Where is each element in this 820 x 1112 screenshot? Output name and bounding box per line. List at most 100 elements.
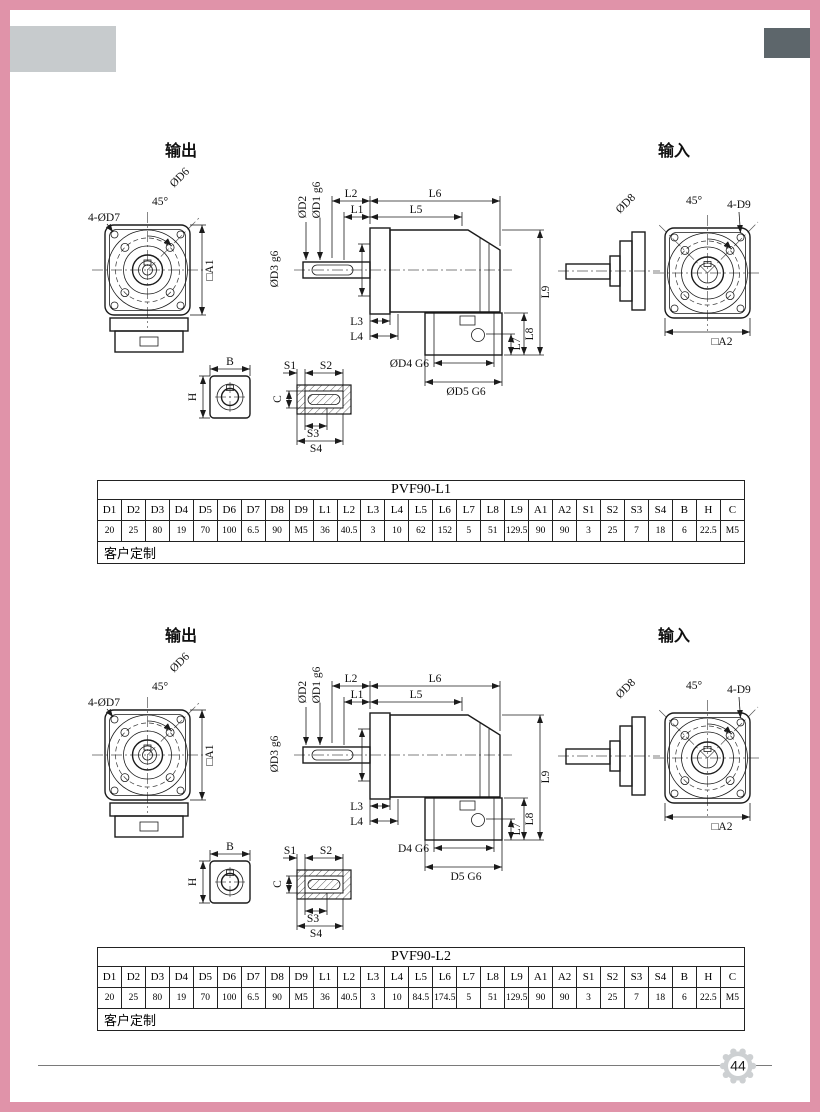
cell-value: 3 xyxy=(360,987,386,1009)
dim-s1: S1 xyxy=(284,845,296,857)
cell-value: 84.5 xyxy=(408,987,434,1009)
cell-value: 51 xyxy=(480,987,506,1009)
side-section-view xyxy=(294,227,512,356)
col-header: D1 xyxy=(97,499,122,521)
dim-d7: 4-ØD7 xyxy=(88,212,120,224)
col-header: L1 xyxy=(312,499,338,521)
shaft-section-view: B H xyxy=(187,841,251,904)
dim-l2: L2 xyxy=(345,673,358,685)
col-header: D2 xyxy=(120,966,146,988)
dim-a2: □A2 xyxy=(711,821,732,833)
dim-l6: L6 xyxy=(429,188,442,200)
col-header: S2 xyxy=(600,499,625,521)
col-header: S3 xyxy=(623,966,649,988)
cell-value: 3 xyxy=(360,520,386,542)
cell-value: 6 xyxy=(671,987,697,1009)
cell-value: 25 xyxy=(600,520,625,542)
col-header: B xyxy=(671,966,697,988)
col-header: B xyxy=(671,499,697,521)
cell-value: 20 xyxy=(97,520,122,542)
dim-l9: L9 xyxy=(540,770,552,783)
dim-b: B xyxy=(226,841,234,853)
cell-value: 18 xyxy=(647,987,673,1009)
col-header: L4 xyxy=(384,966,410,988)
top-right-tab xyxy=(764,28,810,58)
col-header: D9 xyxy=(288,966,314,988)
cell-value: 25 xyxy=(120,520,146,542)
cell-value: 40.5 xyxy=(336,987,362,1009)
col-header: L6 xyxy=(432,499,458,521)
dim-h: H xyxy=(187,393,199,401)
col-header: L9 xyxy=(504,966,530,988)
dim-d9: 4-D9 xyxy=(727,199,751,211)
input-face-view xyxy=(653,700,762,816)
side-dimensions: L2 L6 L1 L5 ØD2 ØD1 g6 ØD3 g6 L3 L4 ØD4 … xyxy=(269,181,552,398)
cell-value: 100 xyxy=(216,987,242,1009)
side-dimensions: L2 L6 L1 L5 ØD2 ØD1 g6 ØD3 g6 L3 L4 D4 G… xyxy=(269,666,552,883)
col-header: D7 xyxy=(240,966,266,988)
output-base-view xyxy=(109,317,189,353)
col-header: D6 xyxy=(216,499,242,521)
dim-b: B xyxy=(226,356,234,368)
cell-value: 25 xyxy=(120,987,146,1009)
cell-value: 22.5 xyxy=(695,520,721,542)
col-header: L5 xyxy=(408,499,434,521)
cell-value: 174.5 xyxy=(432,987,458,1009)
col-header: L9 xyxy=(504,499,530,521)
dim-a1: □A1 xyxy=(204,259,216,280)
dim-l2: L2 xyxy=(345,188,358,200)
col-header: A1 xyxy=(528,499,554,521)
input-dimensions: ØD8 45° 4-D9 □A2 xyxy=(614,677,751,833)
col-header: C xyxy=(719,966,746,988)
cell-value: 7 xyxy=(623,987,649,1009)
cell-value: 19 xyxy=(168,987,194,1009)
dim-l7: L7 xyxy=(511,337,523,350)
col-header: D8 xyxy=(264,966,290,988)
dim-l3: L3 xyxy=(350,801,363,813)
dim-l8: L8 xyxy=(524,327,536,340)
cell-value: 90 xyxy=(264,987,290,1009)
col-header: A1 xyxy=(528,966,554,988)
cell-value: 70 xyxy=(192,987,218,1009)
col-header: D3 xyxy=(144,966,170,988)
dim-s3: S3 xyxy=(307,428,319,440)
dim-c: C xyxy=(272,880,284,888)
cell-value: 90 xyxy=(528,520,554,542)
cell-value: M5 xyxy=(719,520,746,542)
dim-d4: D4 G6 xyxy=(398,843,429,855)
dim-a1: □A1 xyxy=(204,744,216,765)
dim-c: C xyxy=(272,395,284,403)
dim-a2: □A2 xyxy=(711,336,732,348)
dim-45-output: 45° xyxy=(152,681,169,693)
cell-value: 36 xyxy=(312,520,338,542)
col-header: D1 xyxy=(97,966,122,988)
table-title: PVF90-L1 xyxy=(97,480,745,500)
table-title: PVF90-L2 xyxy=(97,947,745,967)
cell-value: 3 xyxy=(576,987,602,1009)
input-profile-view xyxy=(558,231,660,311)
col-header: S4 xyxy=(647,499,673,521)
dim-d1: ØD1 g6 xyxy=(311,181,323,218)
dim-h: H xyxy=(187,878,199,886)
output-face-view xyxy=(92,697,203,813)
cell-value: 100 xyxy=(216,520,242,542)
col-header: D6 xyxy=(216,966,242,988)
dim-d3: ØD3 g6 xyxy=(269,250,281,287)
cell-value: 6 xyxy=(671,520,697,542)
dim-s2: S2 xyxy=(320,360,332,372)
col-header: L3 xyxy=(360,499,386,521)
dim-d6: ØD6 xyxy=(168,166,192,190)
output-label: 输出 xyxy=(165,626,197,645)
dim-l4: L4 xyxy=(350,331,363,343)
dim-s1: S1 xyxy=(284,360,296,372)
cell-value: 62 xyxy=(408,520,434,542)
col-header: S1 xyxy=(576,499,602,521)
dim-s3: S3 xyxy=(307,913,319,925)
cell-value: 90 xyxy=(264,520,290,542)
cell-value: 20 xyxy=(97,987,122,1009)
dim-l4: L4 xyxy=(350,816,363,828)
cell-value: 80 xyxy=(144,520,170,542)
